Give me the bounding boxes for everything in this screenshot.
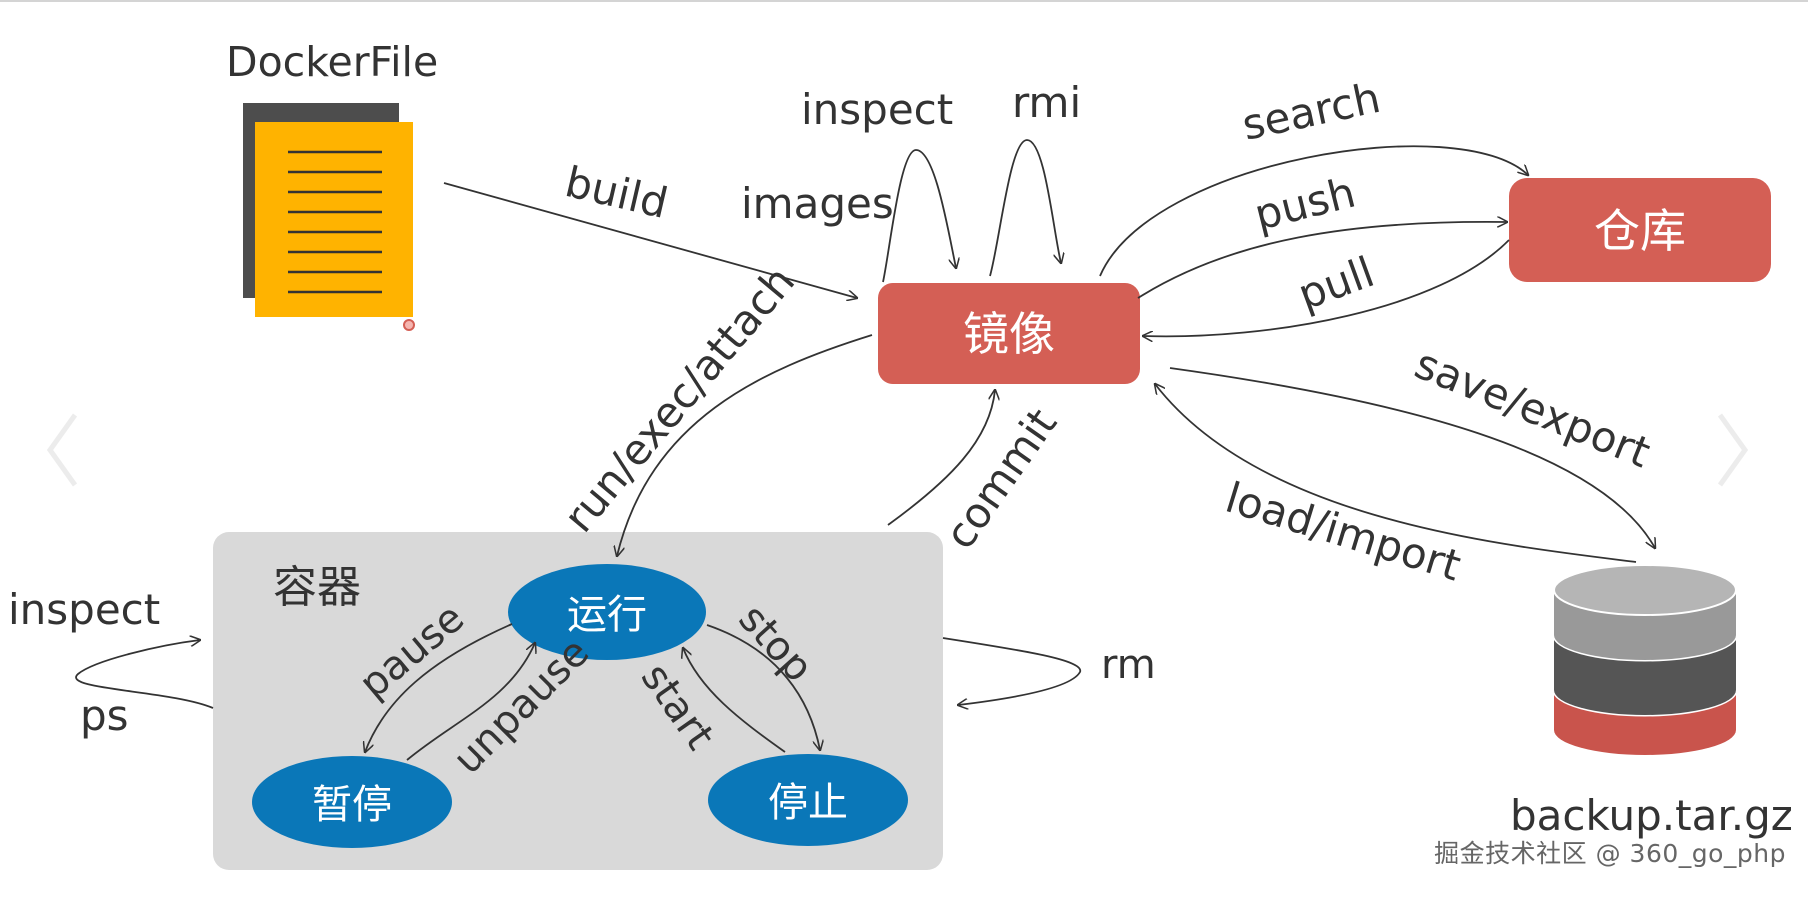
build-label: build [561,157,673,228]
inspect-image-arrow [882,149,956,283]
dockerfile-label: DockerFile [226,38,438,86]
registry-node-label: 仓库 [1594,204,1686,258]
stopped-label: 停止 [768,780,848,826]
push-label: push [1250,168,1361,240]
rm-arrow [942,637,1081,705]
rmi-arrow [989,139,1061,277]
top-border [0,0,1808,2]
pull-arrow [1143,239,1510,336]
running-label: 运行 [567,592,647,638]
image-node-label: 镜像 [963,307,1055,361]
push-arrow [1137,222,1507,299]
registry-node[interactable]: 仓库 [1509,178,1771,282]
load-import-arrow [1155,384,1637,563]
container-label: 容器 [273,562,361,613]
rmi-label: rmi [1012,78,1081,127]
search-label: search [1238,73,1385,150]
inspect-image-label: inspect [801,85,953,134]
inspect-ps-arrow [75,640,214,709]
image-node[interactable]: 镜像 [878,283,1140,384]
save-export-arrow [1169,367,1655,548]
running-state-node[interactable]: 运行 [508,564,706,660]
ps-label: ps [80,691,129,740]
commit-arrow [887,390,995,526]
images-label: images [741,179,894,228]
backup-label: backup.tar.gz [1510,791,1793,840]
backup-database-icon [1552,564,1738,755]
load-import-label: load/import [1220,473,1466,591]
edges [75,139,1655,761]
run-exec-attach-arrow [617,334,873,556]
unpause-arrow [406,643,535,761]
run-exec-attach-label: run/exec/attach [554,257,804,542]
build-arrow [443,182,857,298]
save-export-label: save/export [1408,339,1657,478]
search-arrow [1099,145,1528,277]
pull-label: pull [1292,247,1381,319]
paused-label: 暂停 [312,782,392,828]
commit-label: commit [935,400,1066,558]
stopped-state-node[interactable]: 停止 [708,754,908,846]
inspect-container-label: inspect [8,585,160,634]
stop-arrow [706,624,820,750]
start-arrow [683,648,786,753]
chevron-right-icon[interactable] [1717,413,1749,487]
dockerfile-document-icon [243,103,415,331]
chevron-left-icon[interactable] [46,413,78,487]
rm-label: rm [1101,642,1156,688]
watermark: 掘金技术社区 @ 360_go_php [1434,839,1786,868]
paused-state-node[interactable]: 暂停 [252,756,452,848]
pause-arrow [365,623,513,752]
